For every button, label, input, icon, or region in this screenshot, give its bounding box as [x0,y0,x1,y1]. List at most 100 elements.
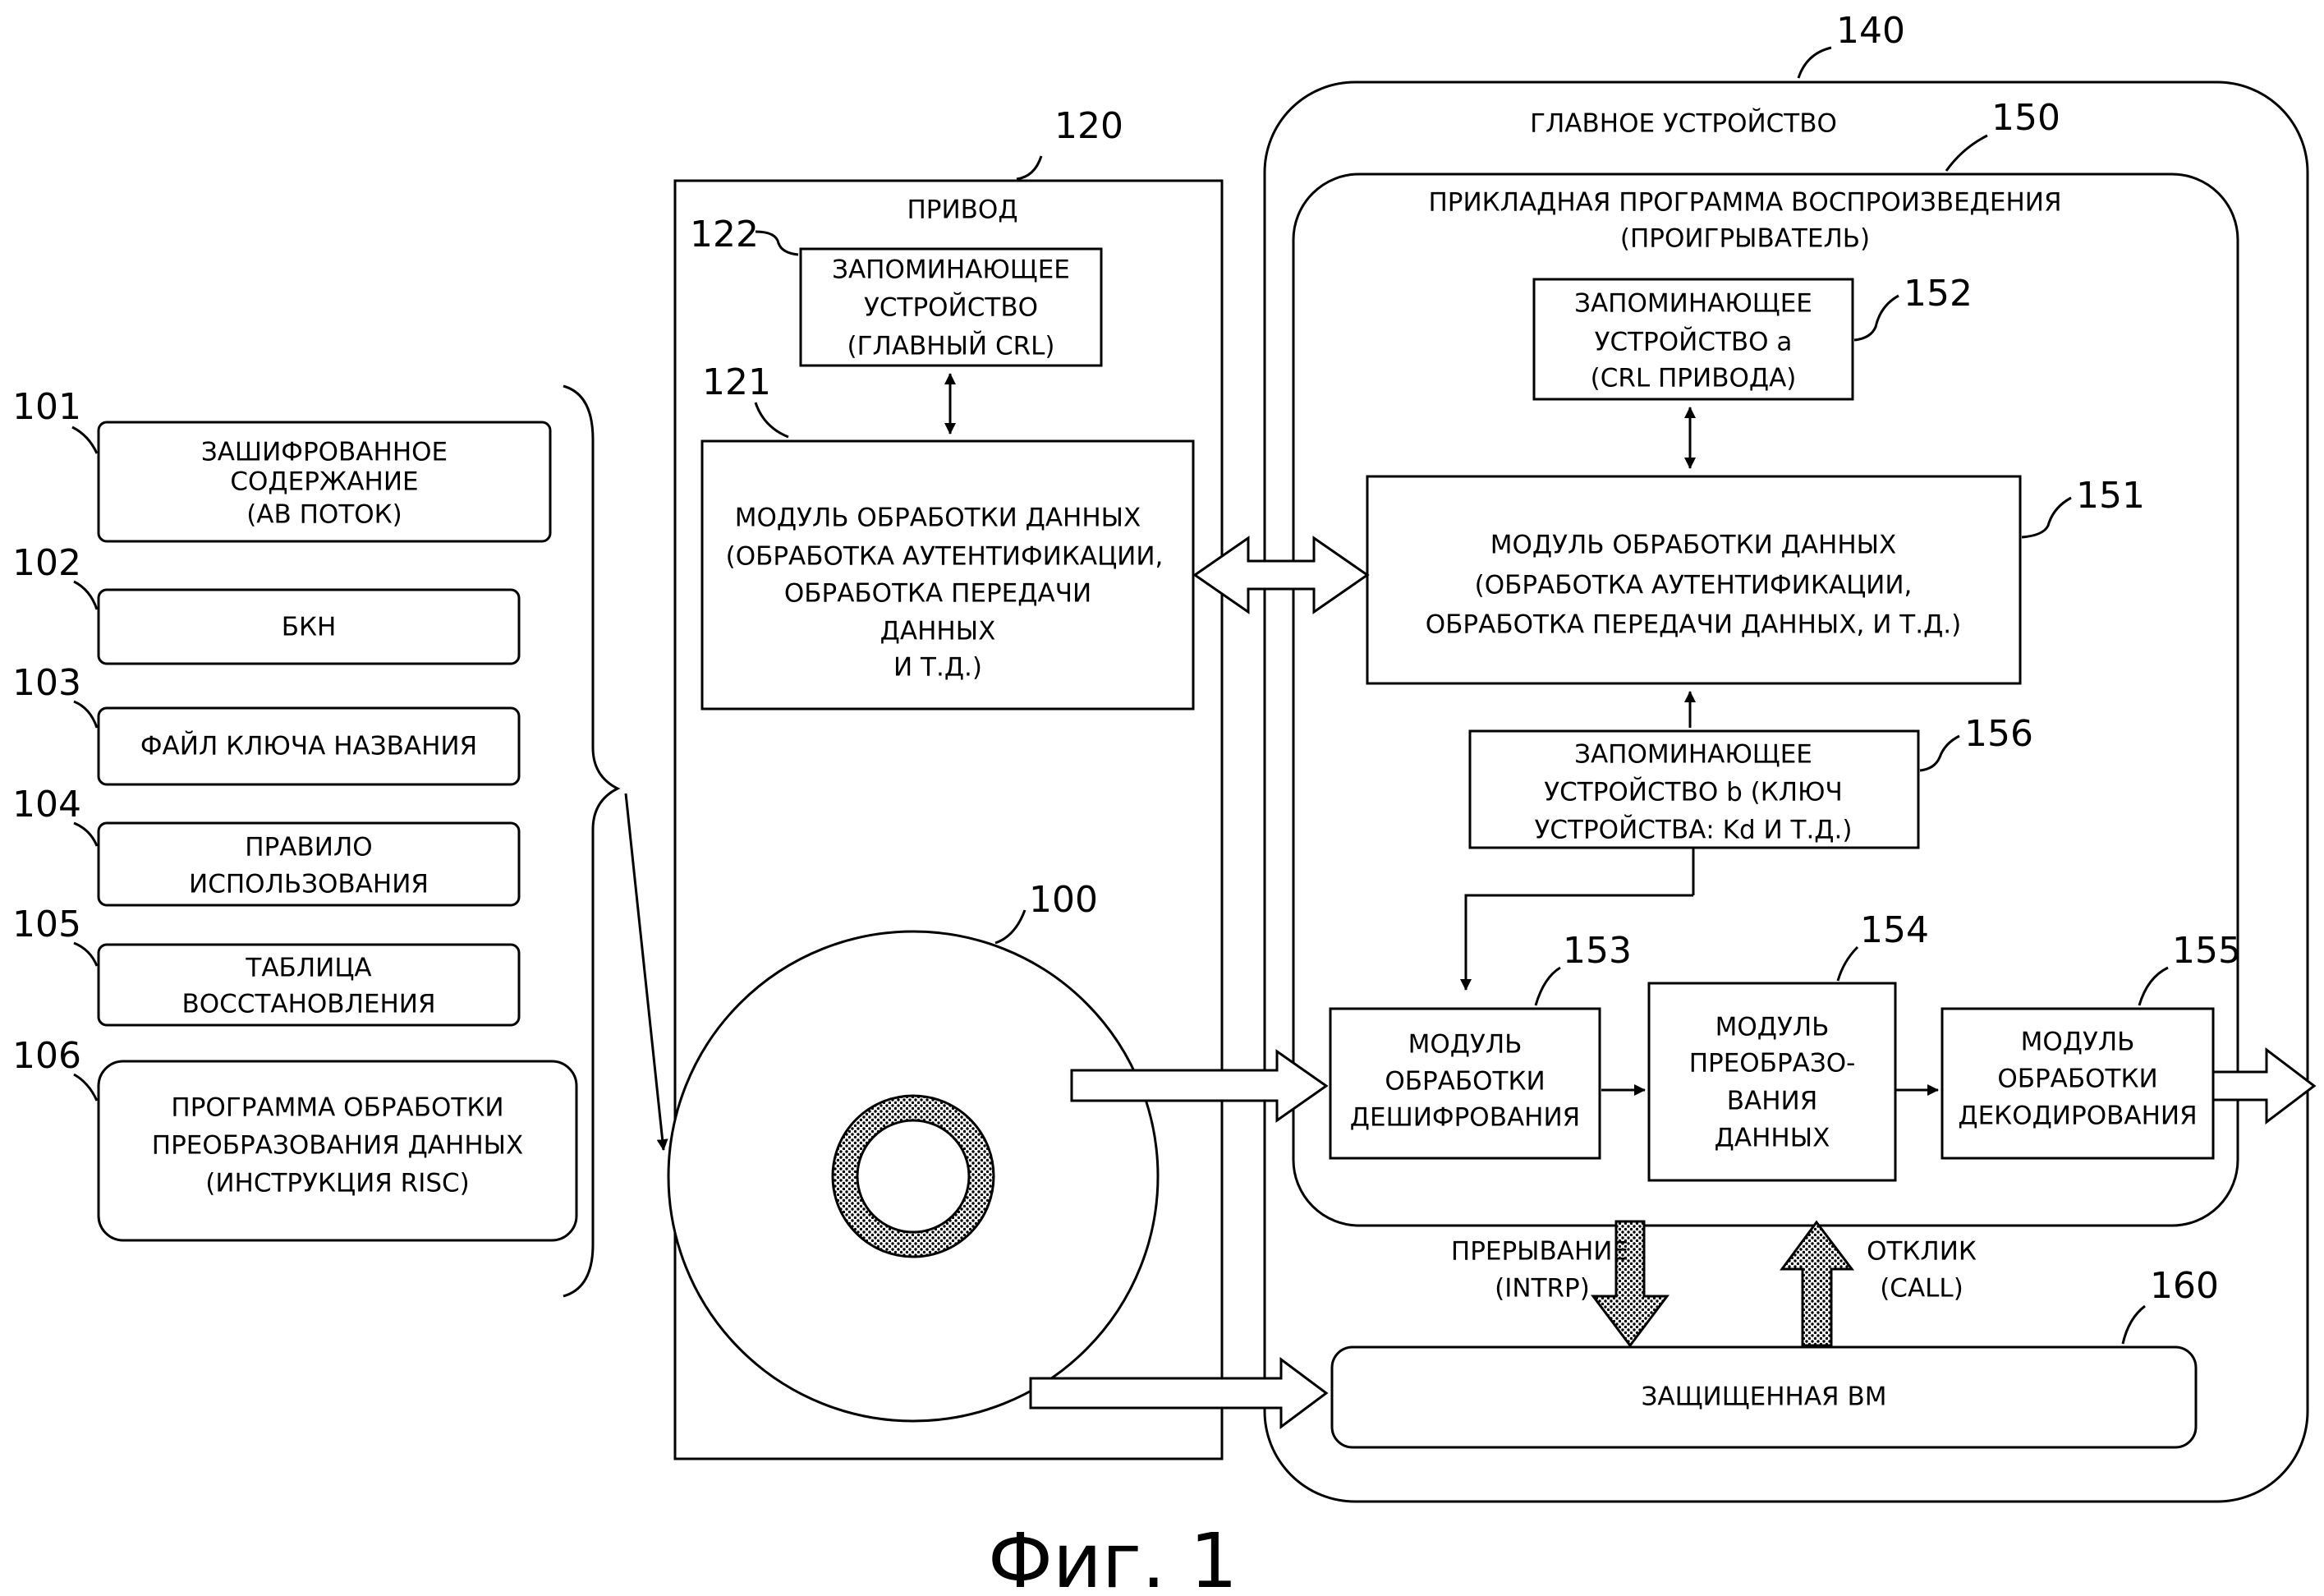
player-box [1292,172,2239,1227]
ref-150-leader [1945,134,1988,172]
host-processor-box: МОДУЛЬ ОБРАБОТКИ ДАННЫХ (ОБРАБОТКА АУТЕН… [1366,475,2022,685]
media-item-102-line-1: БКН [282,613,337,642]
decrypt-module-line-2: ОБРАБОТКИ [1385,1067,1545,1097]
storage-a-line-1: ЗАПОМИНАЮЩЕЕ [1574,289,1812,319]
media-item-103-line-1: ФАЙЛ КЛЮЧА НАЗВАНИЯ [140,732,477,761]
drive-processor-line-2: (ОБРАБОТКА АУТЕНТИФИКАЦИИ, [726,542,1164,572]
disc-to-decrypt-arrow [1070,1049,1329,1123]
ref-152: 152 [1904,273,1973,315]
ref-103: 103 [12,662,81,704]
ref-101: 101 [12,386,81,428]
convert-module-line-1: МОДУЛЬ [1715,1013,1830,1042]
drive-processor-line-1: МОДУЛЬ ОБРАБОТКИ ДАННЫХ [735,504,1141,533]
decode-output-arrow [2211,1046,2317,1125]
storage-b-line-3: УСТРОЙСТВА: Kd И Т.Д.) [1535,816,1853,845]
convert-module-box: МОДУЛЬ ПРЕОБРАЗО- ВАНИЯ ДАННЫХ [1647,982,1897,1182]
host-title: ГЛАВНОЕ УСТРОЙСТВО [1530,109,1837,139]
ref-102: 102 [12,542,81,584]
decode-module-line-3: ДЕКОДИРОВАНИЯ [1958,1102,2197,1131]
drive-processor-line-4: ДАННЫХ [880,617,996,646]
player-title-line-2: (ПРОИГРЫВАТЕЛЬ) [1620,224,1870,254]
player-title-line-1: ПРИКЛАДНАЯ ПРОГРАММА ВОСПРОИЗВЕДЕНИЯ [1428,188,2061,218]
ref-151: 151 [2076,475,2145,517]
ref-153-leader [1534,966,1561,1006]
media-group-brace [563,384,621,1298]
response-arrow [1780,1220,1855,1347]
drive-host-bidirectional-arrow [1192,536,1370,614]
ref-105-leader [73,941,99,967]
storage-b-to-decrypt-arrow [1460,894,1472,991]
ref-140: 140 [1836,10,1905,52]
storage-b-box: ЗАПОМИНАЮЩЕЕ УСТРОЙСТВО b (КЛЮЧ УСТРОЙСТ… [1468,729,1920,849]
media-item-106: ПРОГРАММА ОБРАБОТКИ ПРЕОБРАЗОВАНИЯ ДАННЫ… [97,1060,578,1242]
ref-151-leader [2021,496,2072,539]
drive-storage-line-2: УСТРОЙСТВО [864,293,1038,323]
media-item-104-line-1: ПРАВИЛО [245,833,372,862]
media-item-106-line-2: ПРЕОБРАЗОВАНИЯ ДАННЫХ [152,1131,523,1161]
ref-100: 100 [1029,879,1098,921]
storage-a-line-3: (CRL ПРИВОДА) [1591,364,1797,393]
ref-155: 155 [2172,930,2241,972]
media-item-101-line-2: СОДЕРЖАНИЕ [230,467,418,497]
ref-121-leader [754,402,789,439]
storage-a-box: ЗАПОМИНАЮЩЕЕ УСТРОЙСТВО а (CRL ПРИВОДА) [1532,278,1854,401]
media-item-104-line-2: ИСПОЛЬЗОВАНИЯ [189,870,429,899]
convert-module-line-4: ДАННЫХ [1715,1124,1830,1153]
storage-a-line-2: УСТРОЙСТВО а [1595,328,1793,357]
ref-156: 156 [1964,713,2033,755]
decode-module-line-2: ОБРАБОТКИ [1997,1065,2157,1094]
response-label-line-1: ОТКЛИК [1867,1237,1977,1267]
storage-b-line-2: УСТРОЙСТВО b (КЛЮЧ [1544,778,1843,807]
drive-processor-box: МОДУЛЬ ОБРАБОТКИ ДАННЫХ (ОБРАБОТКА АУТЕН… [700,439,1195,711]
media-item-105-line-2: ВОССТАНОВЛЕНИЯ [181,990,435,1019]
decode-module-line-1: МОДУЛЬ [2021,1028,2135,1057]
ref-106-leader [73,1073,99,1102]
ref-103-leader [73,700,99,729]
host-box [1263,80,2309,1503]
ref-160: 160 [2150,1265,2219,1307]
decrypt-module-line-1: МОДУЛЬ [1408,1030,1523,1060]
drive-storage-line-1: ЗАПОМИНАЮЩЕЕ [832,255,1070,285]
host-processor-line-3: ОБРАБОТКА ПЕРЕДАЧИ ДАННЫХ, И Т.Д.) [1426,610,1961,640]
ref-100-leader [994,909,1027,945]
ref-122: 122 [690,214,759,255]
ref-104-leader [73,821,99,847]
ref-104: 104 [12,784,81,826]
drive-storage-line-3: (ГЛАВНЫЙ CRL) [847,332,1054,361]
drive-storage-box: ЗАПОМИНАЮЩЕЕ УСТРОЙСТВО (ГЛАВНЫЙ CRL) [799,247,1103,367]
media-item-101: ЗАШИФРОВАННОЕ СОДЕРЖАНИЕ (АВ ПОТОК) [97,421,552,543]
ref-154: 154 [1860,909,1929,951]
decrypt-module-line-3: ДЕШИФРОВАНИЯ [1350,1103,1580,1133]
ref-105: 105 [12,904,81,945]
media-item-101-line-1: ЗАШИФРОВАННОЕ [201,438,448,467]
disc-to-vm-arrow [1029,1357,1329,1429]
response-label-line-2: (CALL) [1880,1274,1963,1304]
secure-vm-label: ЗАЩИЩЕННАЯ ВМ [1642,1382,1887,1412]
drive-processor-line-3: ОБРАБОТКА ПЕРЕДАЧИ [784,579,1091,609]
drive-processor-line-5: И Т.Д.) [893,653,982,683]
interrupt-arrow [1591,1220,1670,1348]
ref-154-leader [1836,945,1859,982]
media-item-102: БКН [97,588,521,665]
interrupt-label-line-2: (INTRP) [1495,1274,1590,1304]
ref-155-leader [2138,966,2169,1006]
ref-101-leader [71,425,99,454]
brace-to-disc-arrow [624,793,668,1151]
ref-120: 120 [1054,105,1123,147]
decode-module-box: МОДУЛЬ ОБРАБОТКИ ДЕКОДИРОВАНИЯ [1940,1007,2215,1160]
ref-160-leader [2121,1304,2146,1345]
media-item-106-line-1: ПРОГРАММА ОБРАБОТКИ [171,1093,503,1123]
media-item-104: ПРАВИЛО ИСПОЛЬЗОВАНИЯ [97,821,521,907]
ref-140-leader [1797,46,1832,79]
media-item-105-line-1: ТАБЛИЦА [245,954,371,983]
ref-121: 121 [702,361,771,403]
secure-vm-box: ЗАЩИЩЕННАЯ ВМ [1330,1345,2198,1449]
figure-caption: Фиг. 1 [988,1517,1238,1596]
host-processor-line-1: МОДУЛЬ ОБРАБОТКИ ДАННЫХ [1490,531,1897,560]
ref-120-leader [1016,155,1043,181]
ref-152-leader [1853,294,1899,342]
ref-122-leader [755,230,799,256]
media-item-105: ТАБЛИЦА ВОССТАНОВЛЕНИЯ [97,943,521,1027]
ref-150: 150 [1991,97,2060,139]
